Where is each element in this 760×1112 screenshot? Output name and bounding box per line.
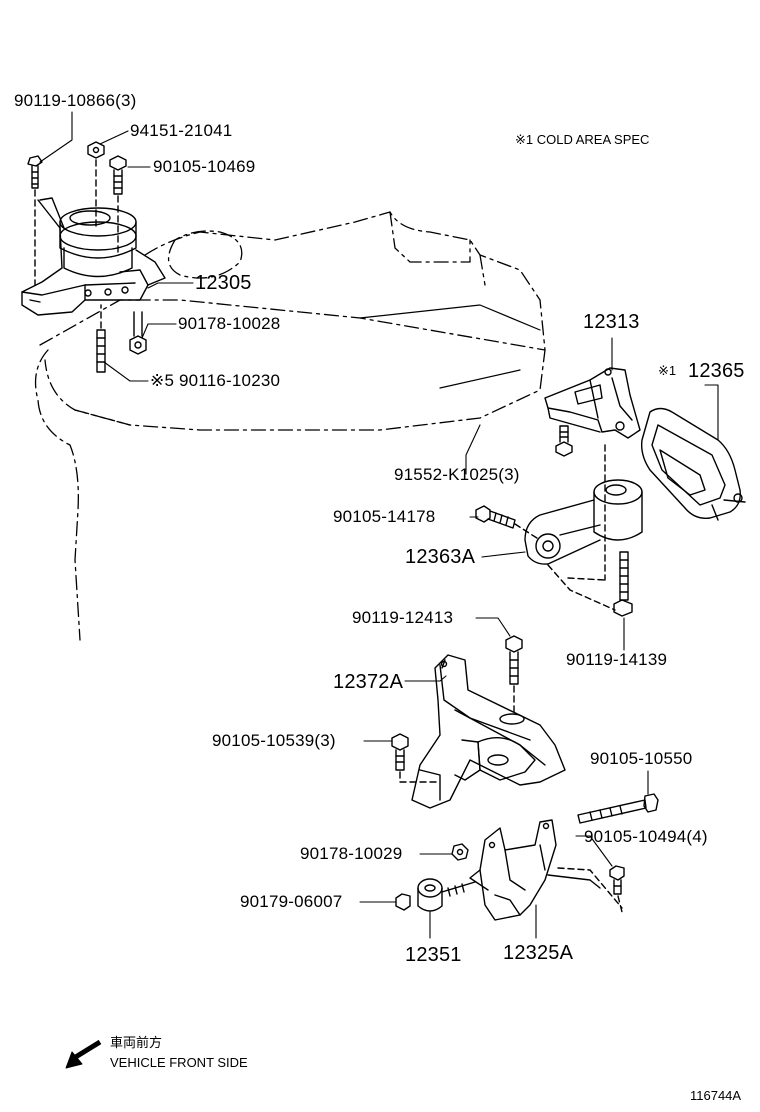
front-direction-japanese: 車両前方 [110,1035,163,1050]
nut-90178-10029 [451,843,469,861]
part-number-90105-14178: 90105-14178 [333,507,436,526]
part-number-94151-21041: 94151-21041 [130,121,233,140]
bolt-90105-10539 [391,733,441,783]
bolt-90105-14178 [475,505,541,541]
stud-90116-10230 [96,304,106,373]
cold-area-note: ※1 COLD AREA SPEC [515,132,650,147]
part-number-90178-10028: 90178-10028 [178,314,281,333]
part-number-90119-14139: 90119-14139 [566,650,668,669]
bracket-12372A [411,654,566,809]
part-number-12365: 12365 [688,360,745,382]
part-number-90178-10029: 90178-10029 [300,844,403,863]
bolt-90105-10494 [557,865,625,913]
part-number-90105-10539: 90105-10539(3) [212,731,336,750]
bolt-90105-10469 [109,155,127,256]
part-number-90116-10230: ※5 90116-10230 [150,371,281,390]
part-number-12372A: 12372A [333,671,404,693]
part-number-90179-06007: 90179-06007 [240,892,343,911]
nut-90178-10028 [129,311,147,355]
front-direction-label: VEHICLE FRONT SIDE [110,1055,248,1070]
part-number-90119-12413: 90119-12413 [352,608,454,627]
engine-mount-12305 [21,197,166,316]
bolt-90119-12413 [505,635,523,713]
figure-id: 116744A [690,1088,742,1103]
part-number-90105-10550: 90105-10550 [590,749,693,768]
part-number-90105-10494: 90105-10494(4) [584,827,708,846]
part-number-12325A: 12325A [503,942,574,964]
leader-lines [39,111,719,939]
nut-94151-21041 [87,141,105,231]
engine-outline [34,211,546,641]
torque-rod-12363A [524,479,643,565]
front-direction-arrow [65,1039,102,1069]
nut-90179-06007 [395,893,411,911]
part-number-12305: 12305 [195,272,252,294]
part-number-90119-10866: 90119-10866(3) [14,91,137,110]
bushing-12351 [417,878,476,912]
mount-body [454,737,536,781]
part-number-90105-10469: 90105-10469 [153,157,256,176]
bracket-12325A [469,819,601,921]
part-number-91552-K1025: 91552-K1025(3) [394,465,520,484]
part-number-12363A: 12363A [405,546,476,568]
bolt-90119-14139 [547,444,633,617]
cold-area-mark: ※1 [658,363,677,378]
bolt-90119-10866 [27,155,43,286]
insulator-12365 [640,407,746,521]
part-number-12351: 12351 [405,944,462,966]
bolt-90105-10550 [577,793,659,824]
part-number-12313: 12313 [583,311,640,333]
bolt-91552-K1025 [555,425,573,457]
bracket-12313 [544,367,641,439]
